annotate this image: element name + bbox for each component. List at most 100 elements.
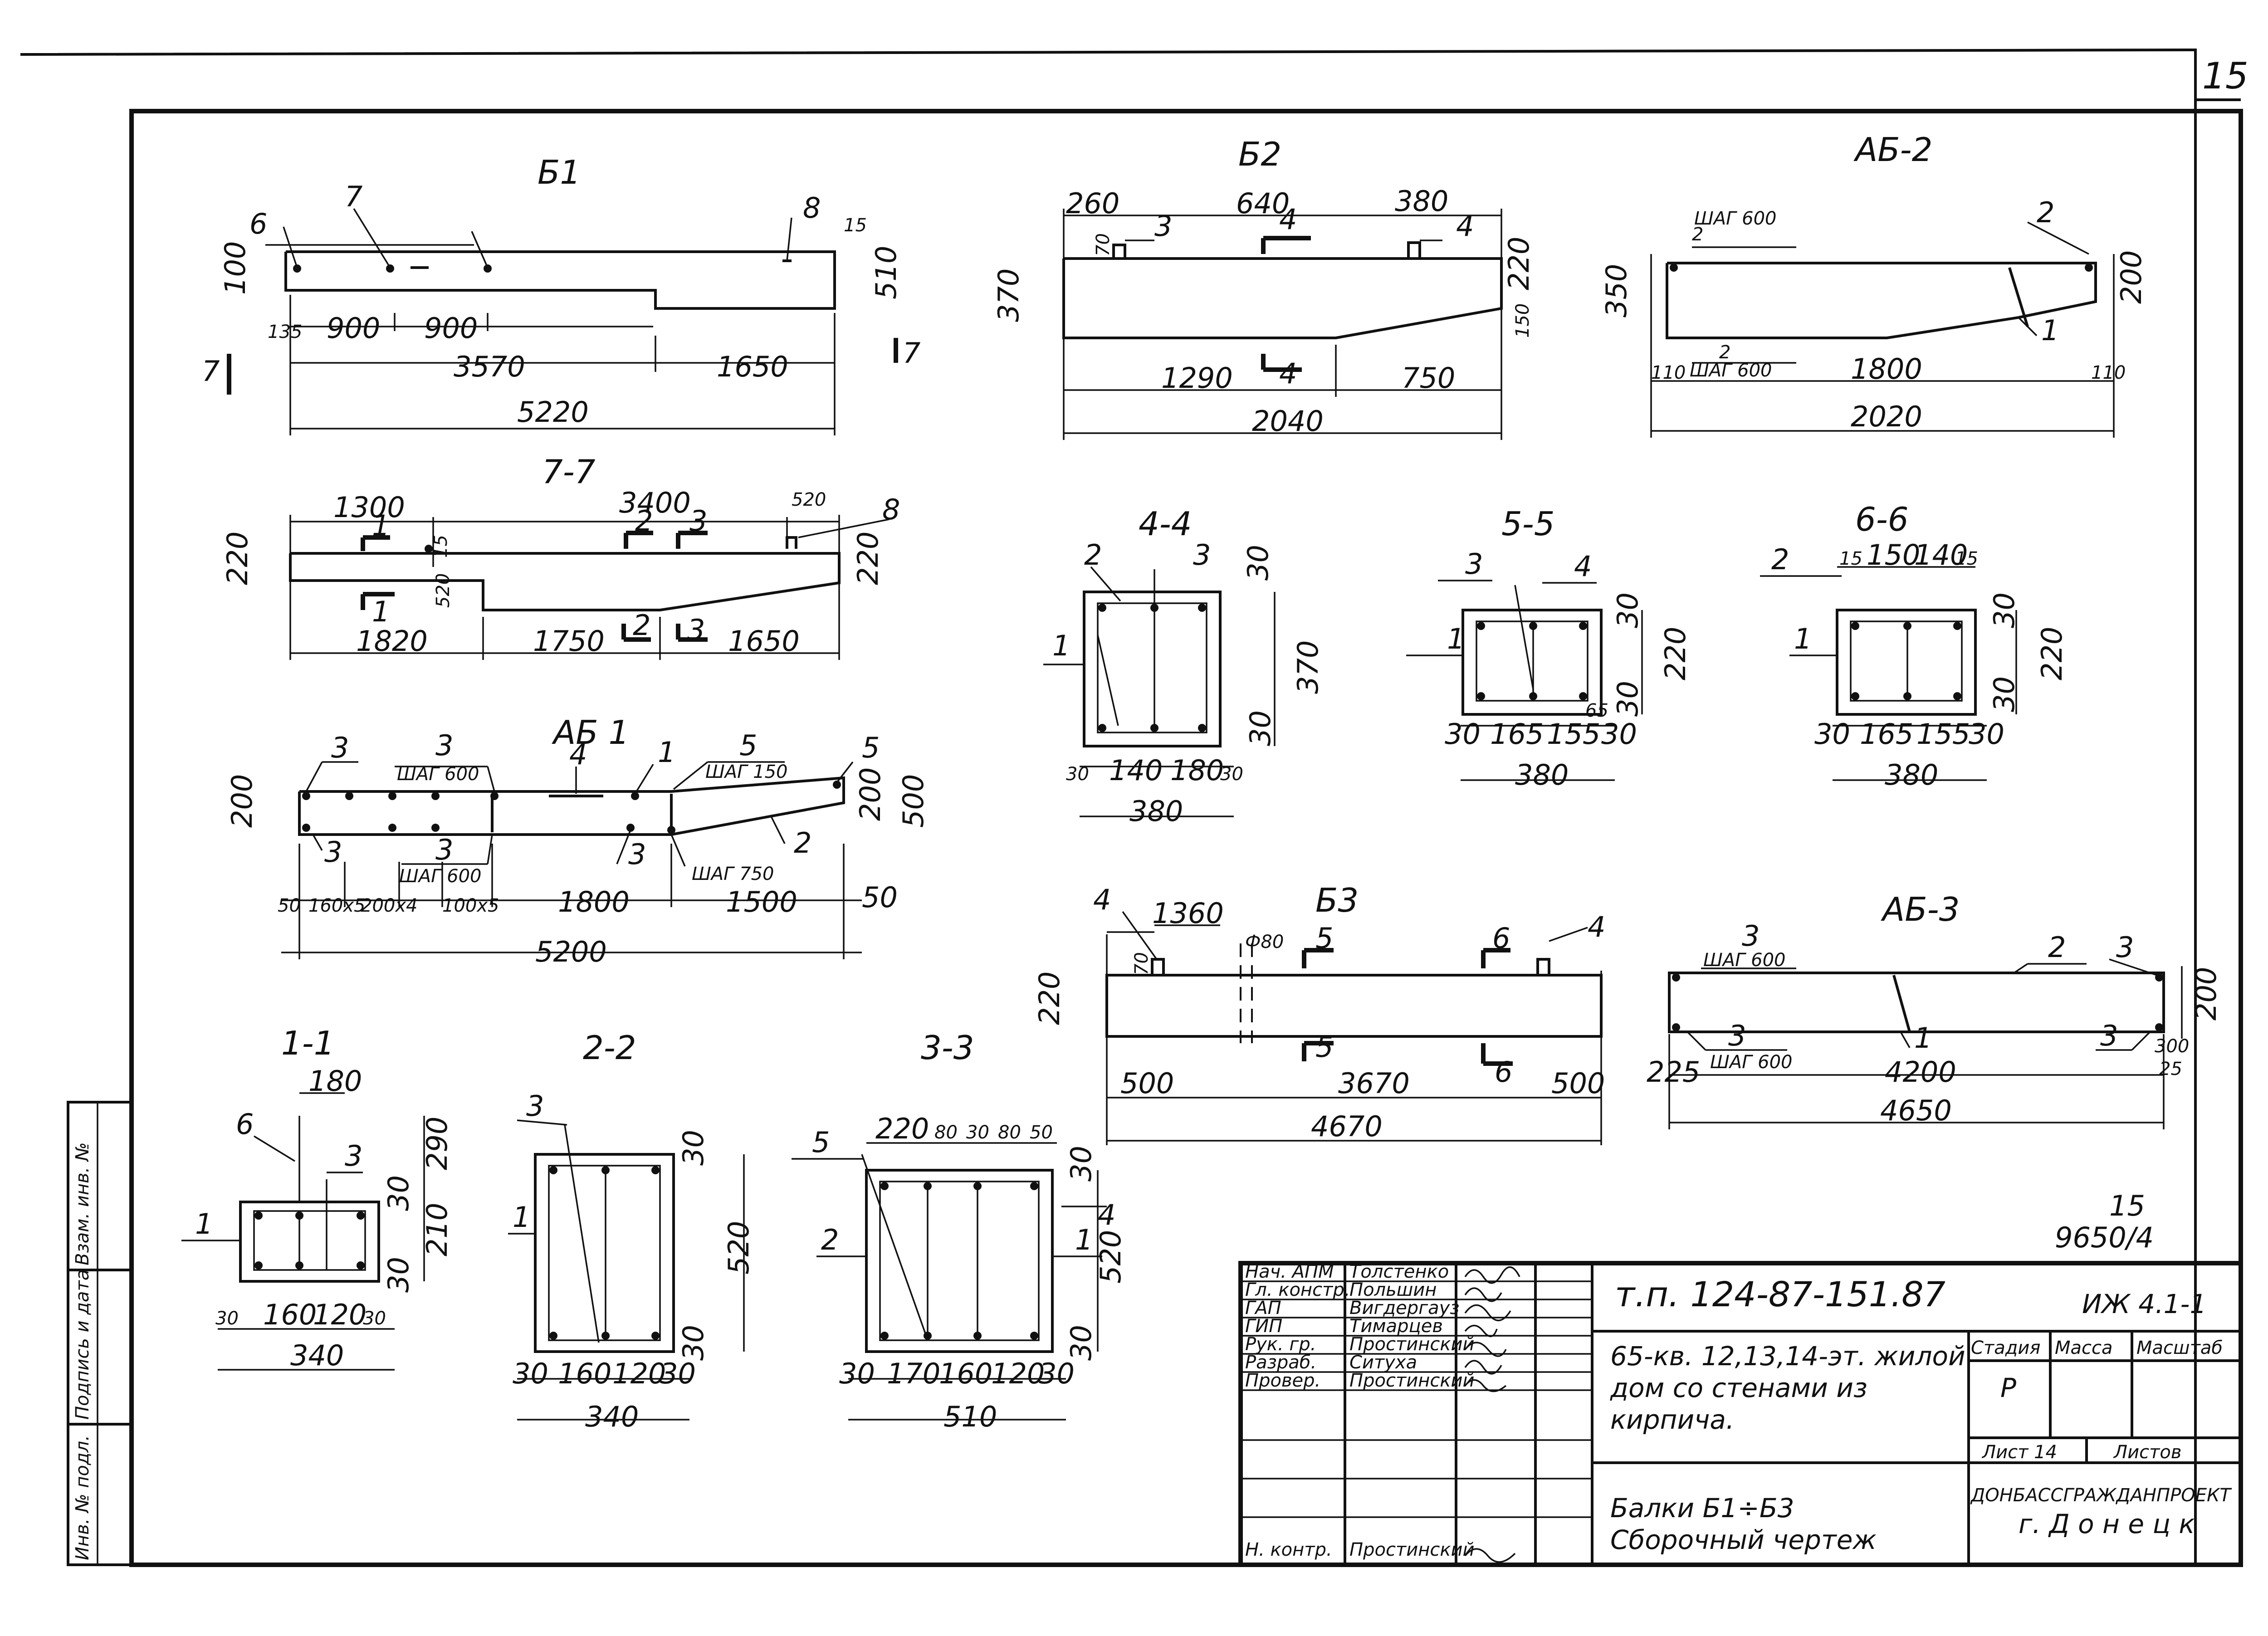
view-s22: 2-2 3 1 30 520 30 30 160 120 30 340 xyxy=(508,1029,755,1433)
s77-dim-1300: 1300 xyxy=(333,491,405,524)
s44-mark-1: 1 xyxy=(1052,629,1070,662)
s33-dim-520: 520 xyxy=(1094,1230,1127,1284)
ab3-dim-4650: 4650 xyxy=(1880,1094,1952,1127)
ab2-mark-2b: 2 xyxy=(2037,196,2054,229)
view-b1: Б1 6 7 8 100 15 510 135 900 900 3570 165… xyxy=(202,153,920,435)
ab3-dim-300: 300 xyxy=(2155,1036,2189,1057)
view-s11: 1-1 6 3 1 180 290 30 210 30 30 160 120 3… xyxy=(181,1024,454,1372)
ab1-dim-50b: 50 xyxy=(862,881,898,914)
s33-dim-30: 30 xyxy=(966,1122,989,1143)
s55-dim-30b: 30 xyxy=(1611,681,1644,717)
s22-dim-160: 160 xyxy=(558,1357,611,1390)
tb-project-1: 65-кв. 12,13,14-эт. жилой xyxy=(1610,1341,1965,1372)
b1-title: Б1 xyxy=(538,153,581,191)
ab2-dim-350: 350 xyxy=(1600,264,1633,317)
stamp-bottom: 9650/4 xyxy=(2055,1221,2154,1254)
s44-mark-3: 3 xyxy=(1193,538,1211,571)
b1-mark-8: 8 xyxy=(803,191,821,225)
ab1-step-2: ШАГ 150 xyxy=(705,762,787,782)
ab3-title: АБ-3 xyxy=(1881,890,1960,928)
s44-dim-30d: 30 xyxy=(1220,764,1243,785)
b2-dim-640: 640 xyxy=(1236,187,1290,220)
ab3-mark-3a: 3 xyxy=(1742,919,1760,952)
s11-title: 1-1 xyxy=(281,1024,335,1062)
b3-dim-f80: Ф80 xyxy=(1245,932,1284,952)
b1-dim-135: 135 xyxy=(268,322,302,342)
s55-dim-380: 380 xyxy=(1515,758,1569,791)
s11-dim-30d: 30 xyxy=(363,1308,386,1329)
ab1-dim-100x5: 100x5 xyxy=(442,895,499,916)
ab1-mark-5a: 5 xyxy=(739,729,757,762)
s33-dim-220: 220 xyxy=(875,1112,929,1145)
b1-dim-100: 100 xyxy=(219,241,252,295)
s11-dim-160: 160 xyxy=(263,1298,317,1331)
tb-name-6: Простинский xyxy=(1349,1370,1475,1391)
side-stamp-3: Инв. № подл. xyxy=(72,1435,93,1560)
b1-dim-900a: 900 xyxy=(327,312,380,345)
s22-title: 2-2 xyxy=(583,1029,636,1067)
b2-dim-380: 380 xyxy=(1395,185,1448,218)
s77-dim-520b: 520 xyxy=(433,573,454,608)
s77-dim-1820: 1820 xyxy=(356,625,428,658)
tb-h-scale: Масштаб xyxy=(2136,1338,2223,1358)
tb-project-3: кирпича. xyxy=(1610,1404,1734,1435)
b2-dim-70: 70 xyxy=(1093,233,1114,256)
tb-name-5: Ситуха xyxy=(1349,1352,1417,1373)
b2-cut-4a: 4 xyxy=(1279,203,1297,236)
s55-dim-220: 220 xyxy=(1659,627,1692,680)
ab1-mark-3e: 3 xyxy=(435,833,453,866)
tb-role-6: Провер. xyxy=(1245,1370,1320,1391)
s11-mark-3: 3 xyxy=(345,1139,362,1172)
tb-role-2: ГАП xyxy=(1245,1298,1281,1319)
ab2-title: АБ-2 xyxy=(1853,131,1932,169)
ab1-mark-3a: 3 xyxy=(331,731,349,764)
ab1-dim-200a: 200 xyxy=(225,774,259,828)
ab3-mark-3d: 3 xyxy=(2100,1019,2118,1052)
s77-title: 7-7 xyxy=(542,453,596,491)
s55-mark-4: 4 xyxy=(1574,550,1592,583)
b2-dim-370: 370 xyxy=(992,269,1025,322)
s11-dim-340: 340 xyxy=(290,1339,344,1372)
tb-name-1: Польшин xyxy=(1349,1279,1437,1300)
s33-title: 3-3 xyxy=(921,1029,974,1067)
s22-mark-3: 3 xyxy=(526,1089,544,1123)
s66-dim-220: 220 xyxy=(2035,627,2068,680)
ab1-dim-500: 500 xyxy=(897,774,930,828)
ab1-mark-3c: 3 xyxy=(324,835,342,869)
view-s77: 7-7 1 2 3 8 1 2 3 1300 3400 520 220 15 5… xyxy=(221,453,900,660)
ab2-mark-1: 1 xyxy=(2041,314,2059,347)
s66-dim-30d: 30 xyxy=(1969,718,2004,751)
side-stamp-2: Подпись и дата xyxy=(72,1270,93,1420)
tb-drawing-2: Сборочный чертеж xyxy=(1610,1524,1877,1555)
view-ab3: АБ-3 3 ШАГ 600 2 3 3 ШАГ 600 1 3 200 225… xyxy=(1647,890,2223,1129)
s11-mark-1: 1 xyxy=(195,1207,213,1240)
tb-doc-ref: ИЖ 4.1-1 xyxy=(2082,1289,2206,1319)
s44-dim-380: 380 xyxy=(1129,795,1183,828)
ab1-title: АБ 1 xyxy=(552,713,629,752)
s44-mark-2: 2 xyxy=(1084,538,1102,571)
s11-mark-6: 6 xyxy=(236,1108,254,1141)
s66-mark-2: 2 xyxy=(1771,543,1789,576)
ab1-dim-200b: 200 xyxy=(854,767,887,821)
s33-mark-1: 1 xyxy=(1075,1223,1093,1256)
b1-dim-5220: 5220 xyxy=(517,396,589,429)
tb-name-4: Простинский xyxy=(1349,1334,1475,1355)
tb-role-4: Рук. гр. xyxy=(1245,1334,1316,1355)
s33-dim-30a: 30 xyxy=(1065,1146,1098,1182)
ab1-mark-4: 4 xyxy=(569,738,587,771)
stamp-top: 15 xyxy=(2109,1189,2145,1222)
tb-name-9: Простинский xyxy=(1349,1539,1475,1560)
tb-name-2: Вигдергауз xyxy=(1349,1298,1460,1319)
ab1-dim-1800: 1800 xyxy=(558,885,630,918)
s77-cut-1b: 1 xyxy=(372,595,390,628)
b2-dim-220: 220 xyxy=(1502,237,1535,290)
ab1-dim-1500: 1500 xyxy=(726,885,797,918)
s33-mark-4: 4 xyxy=(1098,1198,1115,1231)
tb-name-3: Тимарцев xyxy=(1349,1316,1443,1337)
ab1-dim-50a: 50 xyxy=(278,895,301,916)
b3-dim-500a: 500 xyxy=(1120,1067,1174,1100)
s66-dim-155: 155 xyxy=(1916,718,1970,751)
ab2-dim-110b: 110 xyxy=(2091,362,2126,383)
s33-dim-50: 50 xyxy=(1030,1122,1053,1143)
s77-dim-520: 520 xyxy=(792,489,826,510)
